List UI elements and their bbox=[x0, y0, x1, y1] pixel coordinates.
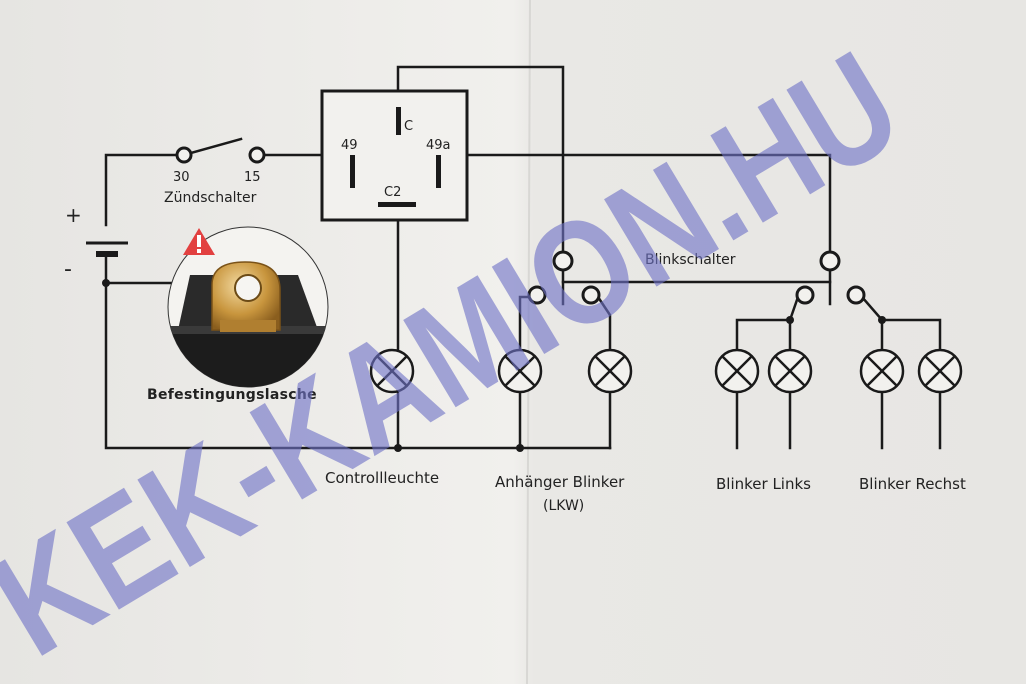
battery-plus-label: + bbox=[65, 203, 82, 227]
warning-icon bbox=[183, 228, 215, 255]
relay-pin-49-label: 49 bbox=[341, 138, 358, 153]
ignition-switch-label: Zündschalter bbox=[164, 190, 257, 206]
wires bbox=[104, 65, 942, 450]
lamp-trailer-1 bbox=[497, 348, 543, 394]
relay-box bbox=[320, 89, 469, 222]
lamp-left-1 bbox=[714, 348, 760, 394]
lamp-trailer-2 bbox=[587, 348, 633, 394]
mounting-bracket-photo bbox=[167, 226, 329, 388]
paper-fold bbox=[526, 0, 531, 684]
ignition-terminals bbox=[175, 146, 266, 164]
left-blinker-label: Blinker Links bbox=[716, 475, 811, 493]
battery-minus-label: - bbox=[64, 257, 72, 282]
relay-pin-c-label: C bbox=[404, 119, 413, 134]
lamp-right-2 bbox=[917, 348, 963, 394]
relay-pin-c2-label: C2 bbox=[384, 185, 401, 200]
mounting-bracket-label: Befestingungslasche bbox=[147, 387, 317, 403]
lamp-left-2 bbox=[767, 348, 813, 394]
blinker-switch-label: Blinkschalter bbox=[645, 252, 736, 268]
right-blinker-label: Blinker Rechst bbox=[859, 475, 966, 493]
terminal-15-label: 15 bbox=[244, 170, 261, 185]
control-lamp-label: Controllleuchte bbox=[325, 469, 439, 487]
junction-dots bbox=[102, 279, 886, 452]
blinker-switch-contacts bbox=[527, 250, 866, 305]
trailer-lamps-label: Anhänger Blinker bbox=[495, 473, 625, 491]
terminal-30-label: 30 bbox=[173, 170, 190, 185]
lamp-controllleuchte bbox=[369, 348, 415, 394]
trailer-lamps-sublabel: (LKW) bbox=[543, 498, 584, 514]
lamp-right-1 bbox=[859, 348, 905, 394]
battery-symbol bbox=[86, 241, 128, 283]
relay-pin-49a-label: 49a bbox=[426, 138, 451, 153]
